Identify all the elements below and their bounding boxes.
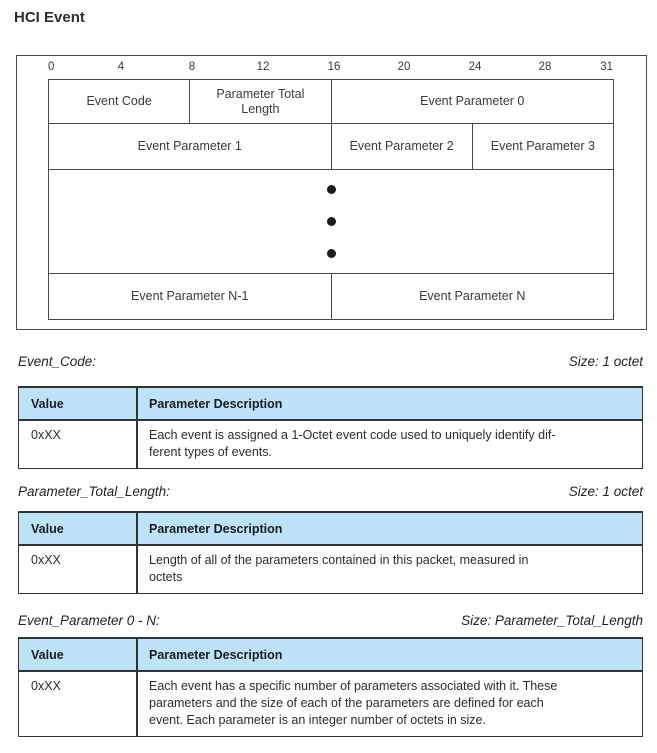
header-value: Value [31,521,64,536]
table-header-row: Value Parameter Description [19,513,642,546]
ellipsis-dot [326,217,336,226]
section-name: Event_Code: [18,354,97,369]
section-heading-parameter-total-length: Parameter_Total_Length: Size: 1 octet [18,484,643,499]
bit-label-20: 20 [397,61,411,73]
section-heading-event-parameter: Event_Parameter 0 - N: Size: Parameter_T… [18,613,643,628]
cell-description: Each event is assigned a 1-Octet event c… [136,421,642,468]
section-size: Size: 1 octet [568,484,643,499]
packet-row-2: Event Parameter 1 Event Parameter 2 Even… [49,124,614,170]
header-parameter-description: Parameter Description [136,513,642,544]
ellipsis-cell [49,170,614,274]
field-event-parameter-3: Event Parameter 3 [472,124,614,170]
packet-field-grid: Event Code Parameter Total Length Event … [48,79,614,320]
table-row: 0xXX Each event has a specific number of… [19,672,642,736]
header-parameter-description: Parameter Description [136,388,642,419]
field-event-parameter-n-1: Event Parameter N-1 [49,274,332,320]
table-parameter-total-length: Value Parameter Description 0xXX Length … [18,511,643,594]
bit-label-16: 16 [327,61,341,73]
bit-label-31: 31 [600,61,613,73]
header-value: Value [31,647,64,662]
field-event-parameter-0: Event Parameter 0 [331,80,614,124]
field-event-code: Event Code [49,80,191,124]
section-size: Size: Parameter_Total_Length [461,613,643,628]
bit-label-28: 28 [538,61,552,73]
bit-scale: 0 4 8 12 16 20 24 28 31 [48,61,613,77]
cell-description: Each event has a specific number of para… [136,672,642,736]
table-header-row: Value Parameter Description [19,639,642,672]
field-event-parameter-1: Event Parameter 1 [49,124,332,170]
section-name: Parameter_Total_Length: [18,484,170,499]
packet-row-ellipsis [49,170,614,274]
ellipsis-dot [326,249,336,258]
table-event-parameter: Value Parameter Description 0xXX Each ev… [18,637,643,737]
bit-label-24: 24 [468,61,482,73]
bit-label-12: 12 [256,61,270,73]
table-row: 0xXX Each event is assigned a 1-Octet ev… [19,421,642,468]
bit-label-0: 0 [48,61,55,73]
cell-value: 0xXX [31,679,61,693]
field-parameter-total-length: Parameter Total Length [190,80,332,124]
table-event-code: Value Parameter Description 0xXX Each ev… [18,386,643,469]
field-event-parameter-n: Event Parameter N [331,274,614,320]
header-value: Value [31,396,64,411]
table-row: 0xXX Length of all of the parameters con… [19,546,642,593]
packet-row-n: Event Parameter N-1 Event Parameter N [49,274,614,320]
packet-row-1: Event Code Parameter Total Length Event … [49,80,614,124]
section-heading-event-code: Event_Code: Size: 1 octet [18,354,643,369]
field-event-parameter-2: Event Parameter 2 [331,124,473,170]
ellipsis-dot [326,185,336,194]
cell-value: 0xXX [31,428,61,442]
bit-label-4: 4 [117,61,125,73]
page-title: HCI Event [14,9,85,26]
table-header-row: Value Parameter Description [19,388,642,421]
packet-diagram-frame: 0 4 8 12 16 20 24 28 31 Event Code Param… [16,55,647,330]
section-name: Event_Parameter 0 - N: [18,613,160,628]
section-size: Size: 1 octet [568,354,643,369]
header-parameter-description: Parameter Description [136,639,642,670]
cell-value: 0xXX [31,553,61,567]
cell-description: Length of all of the parameters containe… [136,546,642,593]
bit-label-8: 8 [188,61,196,73]
